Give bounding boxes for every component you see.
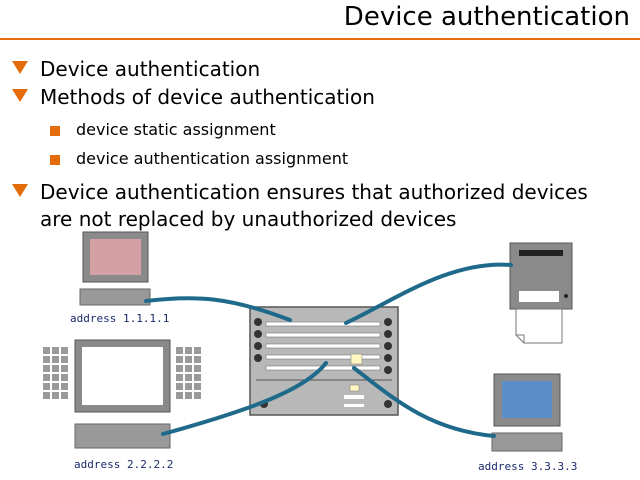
triangle-bullet-icon xyxy=(12,61,28,74)
bullet-1-text: Device authentication xyxy=(40,57,261,81)
cable-computer-1 xyxy=(144,296,292,322)
title-underline xyxy=(0,38,640,40)
printer-icon xyxy=(509,242,573,344)
cable-printer xyxy=(344,262,513,325)
sub-bullet-2: device authentication assignment xyxy=(50,149,610,169)
bullet-2: Methods of device authentication xyxy=(12,84,622,111)
bullet-3: Device authentication ensures that autho… xyxy=(12,179,622,233)
cable-terminal-2 xyxy=(161,361,328,436)
address-label-3: address 3.3.3.3 xyxy=(478,460,578,473)
triangle-bullet-icon xyxy=(12,89,28,102)
square-bullet-icon xyxy=(50,126,60,136)
sub-bullet-1: device static assignment xyxy=(50,120,610,140)
sub-bullet-2-text: device authentication assignment xyxy=(76,149,349,168)
computer-icon xyxy=(491,373,563,452)
computer-icon xyxy=(79,231,151,306)
switch-icon xyxy=(249,306,399,416)
slide-title: Device authentication xyxy=(343,2,630,32)
bullet-2-text: Methods of device authentication xyxy=(40,85,375,109)
square-bullet-icon xyxy=(50,155,60,165)
sub-bullet-1-text: device static assignment xyxy=(76,120,276,139)
cables xyxy=(144,262,513,438)
triangle-bullet-icon xyxy=(12,184,28,197)
bullet-1: Device authentication xyxy=(12,56,622,83)
address-label-1: address 1.1.1.1 xyxy=(70,312,170,325)
terminal-icon xyxy=(43,339,201,449)
cable-computer-3 xyxy=(352,366,496,438)
bullet-3-text: Device authentication ensures that autho… xyxy=(40,180,588,231)
address-label-2: address 2.2.2.2 xyxy=(74,458,174,471)
